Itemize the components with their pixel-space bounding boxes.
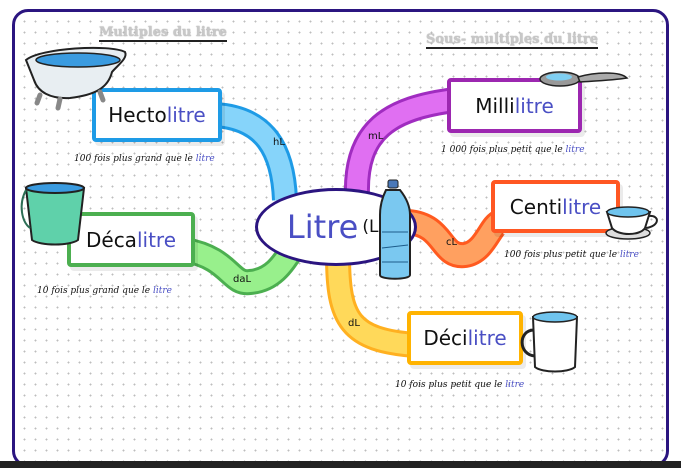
caption-milli: 1 000 fois plus petit que le litre: [441, 145, 585, 155]
prefix: Déca: [85, 227, 137, 252]
caption-text: 100 fois plus grand que le: [74, 154, 196, 164]
water-bottle-icon: [379, 179, 411, 280]
bathtub-icon: [24, 46, 127, 111]
abbr-hl: hL: [273, 137, 285, 148]
suffix: litre: [166, 103, 206, 127]
prefix: Centi: [509, 194, 563, 219]
caption-text: 100 fois plus petit que le: [504, 250, 620, 260]
caption-deci: 10 fois plus petit que le litre: [395, 380, 524, 390]
caption-hecto: 100 fois plus grand que le litre: [74, 154, 215, 164]
caption-litre: litre: [619, 250, 639, 260]
teacup-icon: [605, 206, 658, 240]
caption-centi: 100 fois plus petit que le litre: [504, 250, 639, 260]
abbr-dl: dL: [348, 318, 360, 329]
center-word: Litre: [286, 208, 359, 246]
suffix: litre: [467, 326, 507, 350]
caption-text: 10 fois plus petit que le: [395, 380, 506, 390]
suffix: litre: [562, 194, 602, 219]
suffix: litre: [136, 227, 176, 252]
caption-text: 1 000 fois plus petit que le: [441, 145, 566, 155]
mug-icon: [520, 311, 579, 373]
abbr-dal: daL: [233, 274, 252, 285]
bucket-icon: [20, 182, 86, 246]
caption-litre: litre: [505, 380, 525, 390]
bottom-bar: [0, 461, 681, 468]
prefix: Milli: [475, 93, 515, 118]
heading-multiples: Multiples du litre: [99, 25, 227, 42]
caption-litre: litre: [195, 154, 215, 164]
abbr-cl: cL: [446, 237, 458, 248]
prefix: Déci: [423, 326, 468, 350]
caption-deca: 10 fois plus grand que le litre: [37, 286, 172, 296]
heading-submultiples: Sous- multiples du litre: [426, 32, 599, 49]
suffix: litre: [514, 93, 554, 118]
prefix: Hecto: [108, 103, 167, 127]
abbr-ml: mL: [368, 131, 384, 142]
caption-litre: litre: [565, 145, 585, 155]
caption-text: 10 fois plus grand que le: [37, 286, 153, 296]
spoon-icon: [539, 71, 629, 87]
caption-litre: litre: [153, 286, 173, 296]
